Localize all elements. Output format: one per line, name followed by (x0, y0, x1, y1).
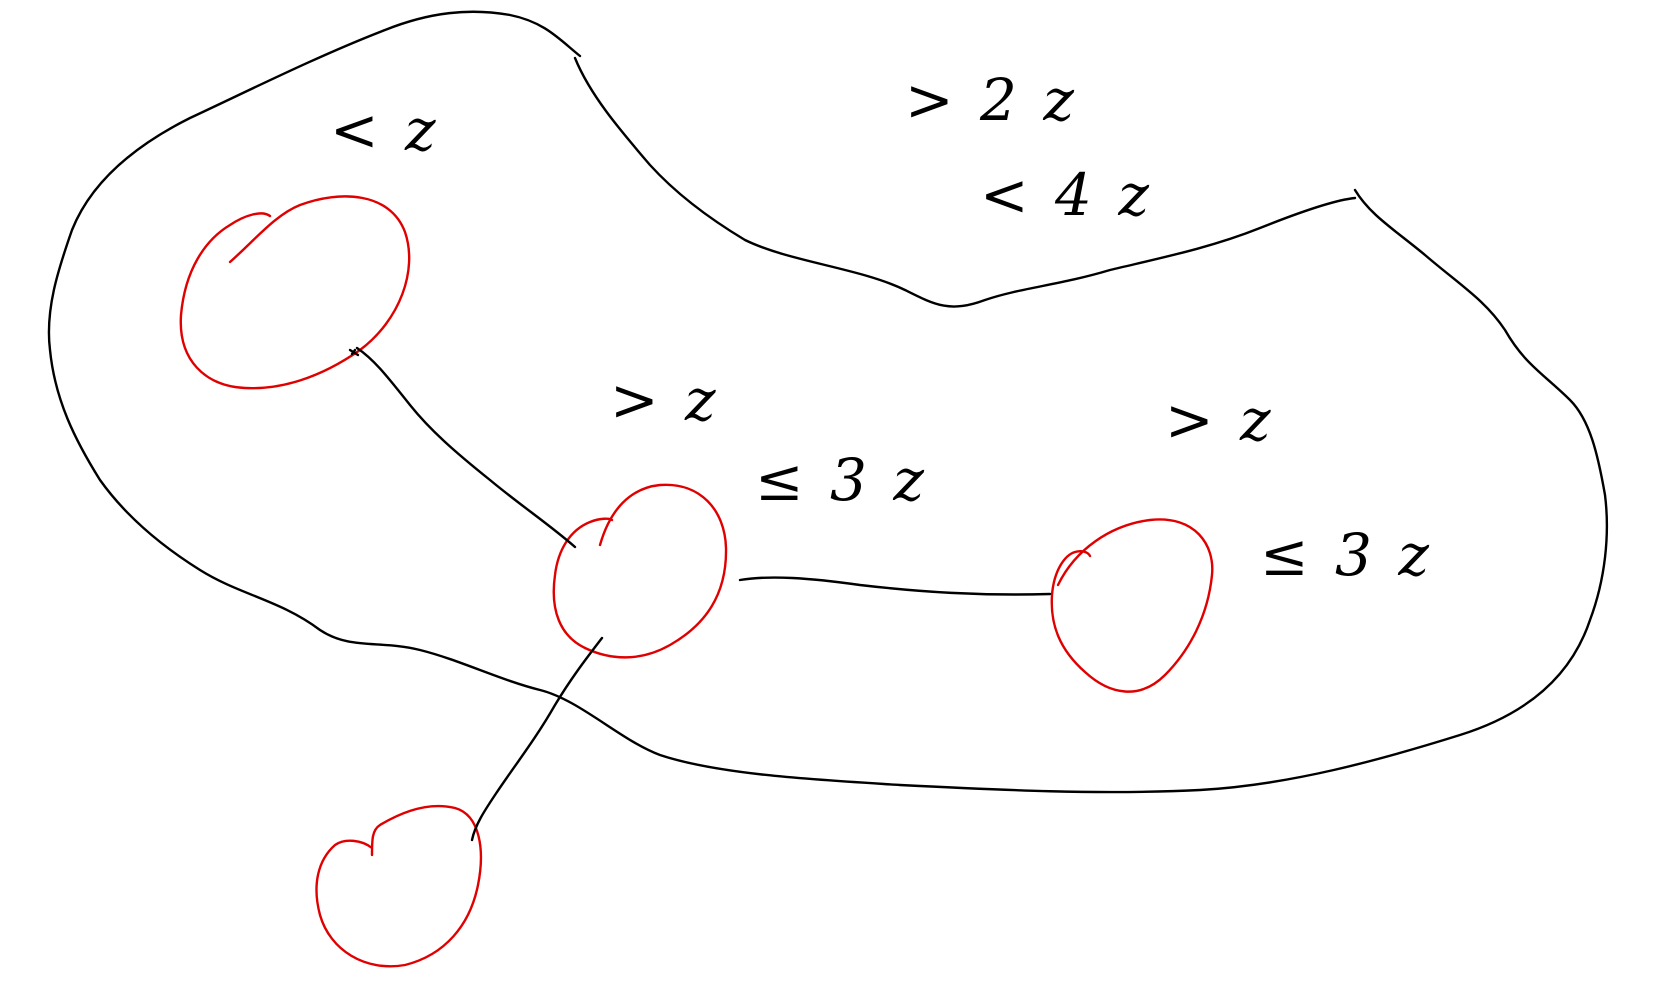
node-top-left (179, 195, 411, 390)
node-bottom (315, 804, 483, 968)
label-top-left-node: < z (330, 96, 440, 164)
node-right (1050, 518, 1214, 693)
label-right-node-lower: ≤ 3 z (1260, 521, 1433, 589)
edge-center-to-right (738, 576, 1052, 596)
label-region-upper-1: > 2 z (905, 66, 1078, 134)
label-region-upper-2: < 4 z (980, 161, 1153, 229)
region-boundary-upper-edge (573, 56, 1357, 308)
region-boundary (47, 10, 1609, 794)
label-center-node-lower: ≤ 3 z (755, 446, 928, 514)
label-right-node-upper: > z (1165, 386, 1275, 454)
edge-center-to-top-left (355, 346, 577, 549)
label-center-node-upper: > z (610, 366, 720, 434)
edge-center-to-bottom (470, 636, 604, 842)
edge-arrow-tick (348, 348, 360, 357)
node-center (552, 483, 728, 659)
